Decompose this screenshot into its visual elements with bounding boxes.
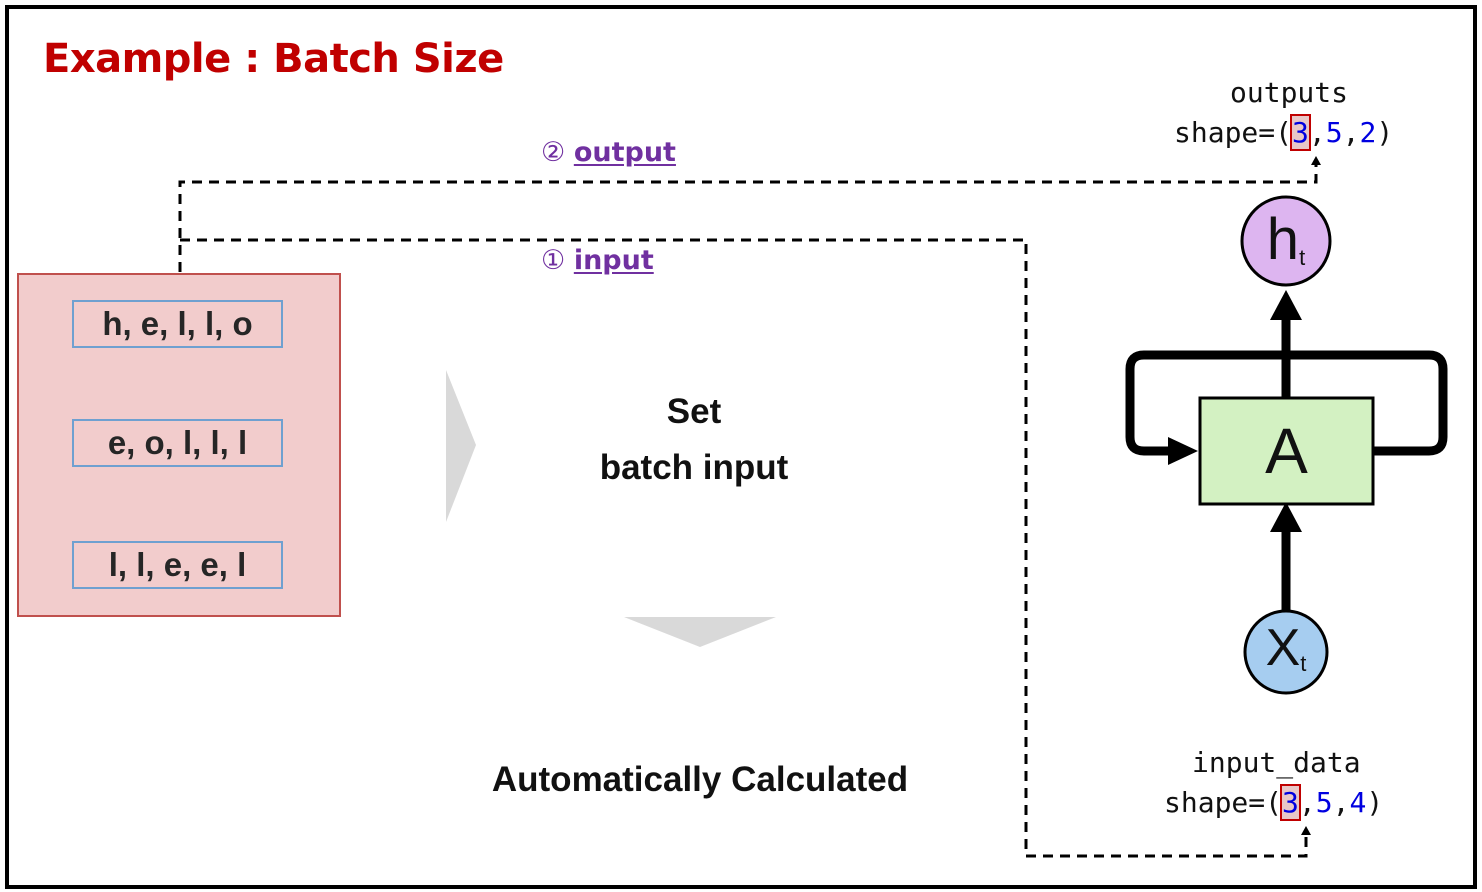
- output-path: [178, 162, 1318, 272]
- recurrent-loop: [1125, 350, 1296, 456]
- input-node-label: Xt: [1245, 618, 1327, 678]
- input-data-shape: shape=(3,5,4): [1164, 784, 1384, 821]
- output-path-arrowhead: [1311, 156, 1321, 165]
- input-seq-dim: 5: [1315, 786, 1333, 819]
- outputs-batch-dim: 3: [1290, 114, 1311, 151]
- outputs-name: outputs: [1230, 76, 1349, 109]
- input-path: [180, 238, 1308, 858]
- input-shape-suffix: ): [1366, 786, 1384, 819]
- down-chevron-icon: [624, 617, 776, 647]
- input-sep1: ,: [1298, 786, 1316, 819]
- page-title: Example : Batch Size: [43, 36, 504, 82]
- batch-sequences-panel: h, e, l, l, o e, o, l, l, l l, l, e, e, …: [17, 273, 341, 617]
- outputs-shape-suffix: ): [1376, 116, 1394, 149]
- step-input-label: ① input: [541, 245, 654, 276]
- input-sep2: ,: [1332, 786, 1350, 819]
- input-to-cell-arrowhead: [1270, 502, 1302, 532]
- outputs-shape-prefix: shape=(: [1174, 116, 1293, 149]
- output-node-main: h: [1266, 207, 1300, 272]
- input-node-main: X: [1265, 619, 1301, 677]
- output-node-sub: t: [1299, 245, 1306, 270]
- outputs-sep1: ,: [1308, 116, 1326, 149]
- input-node-sub: t: [1300, 651, 1307, 676]
- sequence-item: l, l, e, e, l: [72, 541, 283, 589]
- input-feature-dim: 4: [1349, 786, 1367, 819]
- step-input-number: ①: [541, 245, 566, 276]
- sequence-item: e, o, l, l, l: [72, 419, 283, 467]
- step-output-label: ② output: [541, 137, 676, 168]
- outputs-seq-dim: 5: [1325, 116, 1343, 149]
- input-batch-dim: 3: [1280, 784, 1301, 821]
- loop-arrowhead: [1168, 437, 1198, 465]
- output-node-circle: [1240, 195, 1332, 287]
- outputs-sep2: ,: [1342, 116, 1360, 149]
- input-data-name: input_data: [1192, 746, 1361, 779]
- outputs-hidden-dim: 2: [1359, 116, 1377, 149]
- step-input-word: input: [573, 245, 654, 276]
- step-output-number: ②: [541, 137, 566, 168]
- output-node-label: ht: [1242, 206, 1330, 273]
- rnn-cell-label: A: [1265, 415, 1308, 487]
- set-label: Set: [666, 392, 722, 431]
- input-path-arrowhead: [1301, 826, 1311, 835]
- step-output-word: output: [573, 137, 676, 168]
- rnn-cell-box: [1198, 396, 1375, 506]
- sequence-item: h, e, l, l, o: [72, 300, 283, 348]
- outputs-shape: shape=(3,5,2): [1174, 114, 1394, 151]
- auto-calculated-label: Automatically Calculated: [491, 760, 909, 799]
- recurrent-loop-right: [1296, 350, 1448, 456]
- batch-input-label: batch input: [599, 448, 789, 487]
- cell-to-output-arrowhead: [1270, 290, 1302, 320]
- right-chevron-icon: [446, 370, 476, 522]
- input-node-circle: [1243, 609, 1329, 695]
- input-shape-prefix: shape=(: [1164, 786, 1283, 819]
